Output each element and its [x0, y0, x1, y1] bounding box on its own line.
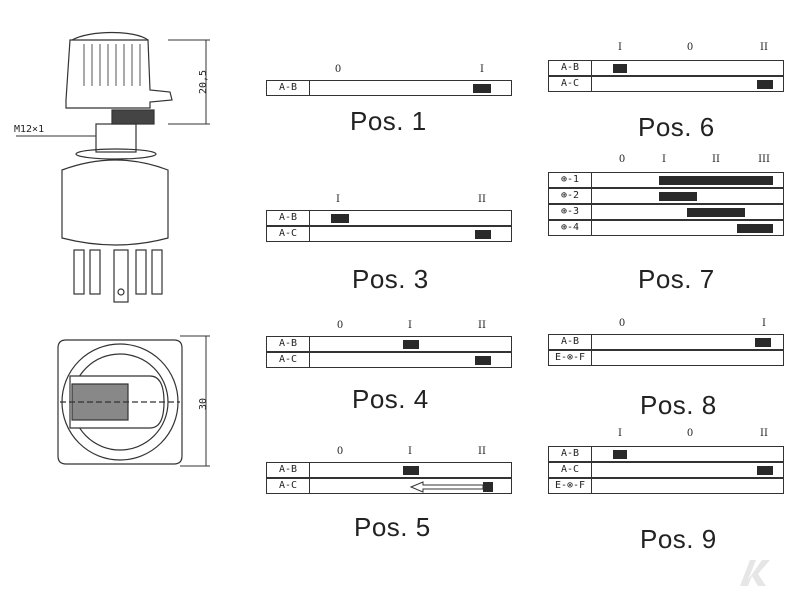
contact-closed-bar — [403, 340, 419, 349]
contact-row: A-B — [548, 334, 784, 350]
contact-closed-bar — [613, 64, 627, 73]
contact-row: E-⊗-F — [548, 350, 784, 366]
position-diagram-pos6: I 0 II A-B A-C — [548, 42, 784, 102]
caption-pos8: Pos. 8 — [640, 390, 717, 420]
contact-label: A-B — [549, 61, 592, 75]
contact-label: A-C — [267, 227, 310, 241]
contact-closed-bar — [659, 192, 697, 201]
position-diagram-pos8: 0 I A-B E-⊗-F — [548, 318, 784, 378]
contact-row: A-B — [548, 446, 784, 462]
tick-label: 0 — [686, 428, 694, 439]
contact-label: A-C — [267, 479, 310, 493]
contact-label: E-⊗-F — [549, 351, 592, 365]
contact-label: A-B — [267, 337, 310, 351]
position-diagram-pos7: 0 I II III ⊕-1 ⊕-2 ⊕-3 ⊕-4 — [548, 154, 784, 244]
contact-row: ⊕-1 — [548, 172, 784, 188]
contact-label: A-B — [549, 447, 592, 461]
tick-label: 0 — [334, 64, 342, 75]
contact-row: A-B — [266, 336, 512, 352]
contact-closed-bar — [613, 450, 627, 459]
dimension-lines — [16, 39, 210, 467]
switch-technical-drawing — [16, 31, 210, 467]
contact-label: ⊕-4 — [549, 221, 592, 235]
tick-label: 0 — [618, 154, 626, 165]
tick-label: I — [336, 194, 340, 205]
tick-label: II — [478, 194, 486, 205]
contact-row: A-C — [266, 478, 512, 494]
contact-row: A-B — [548, 60, 784, 76]
contact-row: A-C — [548, 76, 784, 92]
contact-label: A-B — [267, 211, 310, 225]
position-diagram-pos5: 0 I II A-B A-C — [266, 446, 512, 506]
contact-closed-bar — [757, 466, 773, 475]
contact-closed-bar — [755, 338, 771, 347]
contact-row: A-B — [266, 80, 512, 96]
caption-pos5: Pos. 5 — [354, 512, 431, 542]
tick-label: I — [662, 154, 666, 165]
contact-row: A-B — [266, 462, 512, 478]
contact-row: A-C — [548, 462, 784, 478]
watermark-logo — [740, 560, 770, 586]
contact-label: ⊕-1 — [549, 173, 592, 187]
tick-label: 0 — [618, 318, 626, 329]
contact-closed-bar — [757, 80, 773, 89]
contact-label: ⊕-3 — [549, 205, 592, 219]
contact-row: A-C — [266, 352, 512, 368]
contact-closed-bar — [331, 214, 349, 223]
contact-closed-bar — [473, 84, 491, 93]
thread-dimension-label: M12×1 — [14, 124, 45, 135]
tick-label: III — [758, 154, 770, 165]
momentary-return-arrow — [409, 481, 493, 493]
contact-closed-bar — [687, 208, 745, 217]
contact-label: A-C — [267, 353, 310, 367]
tick-label: I — [408, 320, 412, 331]
contact-label: A-C — [549, 77, 592, 91]
contact-closed-bar — [475, 356, 491, 365]
position-diagram-pos4: 0 I II A-B A-C — [266, 320, 512, 380]
contact-row: A-C — [266, 226, 512, 242]
tick-label: II — [478, 320, 486, 331]
tick-label: 0 — [336, 320, 344, 331]
tick-label: I — [480, 64, 484, 75]
position-diagram-pos1: 0 I A-B — [266, 64, 512, 144]
switch-front-view — [57, 339, 183, 465]
tick-label: 0 — [686, 42, 694, 53]
tick-label: I — [762, 318, 766, 329]
contact-label: ⊕-2 — [549, 189, 592, 203]
tick-label: II — [712, 154, 720, 165]
tick-label: II — [760, 42, 768, 53]
contact-label: A-C — [549, 463, 592, 477]
caption-pos7: Pos. 7 — [638, 264, 715, 294]
switch-side-view — [61, 31, 173, 303]
contact-row: E-⊗-F — [548, 478, 784, 494]
tick-label: II — [760, 428, 768, 439]
tick-label: I — [618, 428, 622, 439]
tick-label: I — [618, 42, 622, 53]
width-dimension-label: 30 — [198, 397, 209, 410]
position-diagram-pos3: I II A-B A-C — [266, 194, 512, 254]
caption-pos9: Pos. 9 — [640, 524, 717, 554]
contact-row: A-B — [266, 210, 512, 226]
contact-label: E-⊗-F — [549, 479, 592, 493]
caption-pos4: Pos. 4 — [352, 384, 429, 414]
caption-pos6: Pos. 6 — [638, 112, 715, 142]
contact-row: ⊕-3 — [548, 204, 784, 220]
contact-closed-bar — [659, 176, 773, 185]
height-dimension-label: 20,5 — [198, 69, 209, 94]
contact-closed-bar — [475, 230, 491, 239]
contact-label: A-B — [549, 335, 592, 349]
contact-closed-bar — [737, 224, 773, 233]
contact-label: A-B — [267, 463, 310, 477]
caption-pos1: Pos. 1 — [350, 106, 427, 136]
tick-label: 0 — [336, 446, 344, 457]
contact-closed-bar — [403, 466, 419, 475]
tick-label: I — [408, 446, 412, 457]
position-diagram-pos9: I 0 II A-B A-C E-⊗-F — [548, 428, 784, 508]
contact-label: A-B — [267, 81, 310, 95]
contact-row: ⊕-4 — [548, 220, 784, 236]
contact-row: ⊕-2 — [548, 188, 784, 204]
tick-label: II — [478, 446, 486, 457]
caption-pos3: Pos. 3 — [352, 264, 429, 294]
